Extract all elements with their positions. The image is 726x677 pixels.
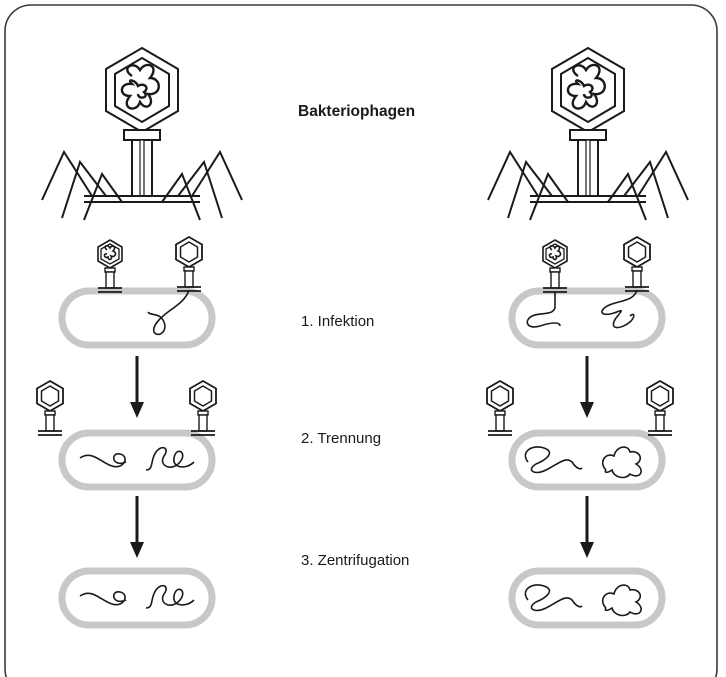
step-label-infektion: 1. Infektion xyxy=(301,313,374,330)
cell-left-step1 xyxy=(62,291,212,345)
cell-right-step1 xyxy=(512,291,662,345)
cell-left-step2 xyxy=(62,433,212,487)
step-label-trennung: 2. Trennung xyxy=(301,430,381,447)
cell-left-step3 xyxy=(62,571,212,625)
step-label-zentrifugation: 3. Zentrifugation xyxy=(301,552,409,569)
diagram-title: Bakteriophagen xyxy=(298,103,415,121)
